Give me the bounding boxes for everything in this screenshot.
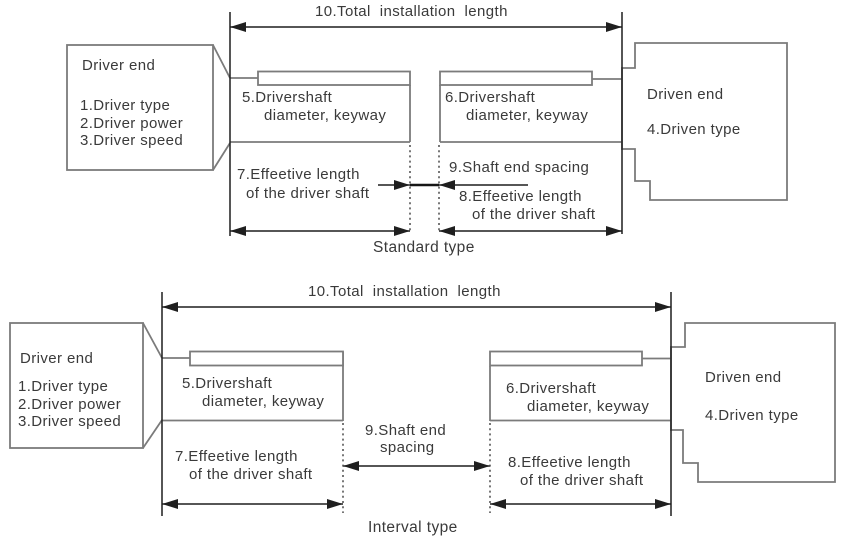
drivershaft-left-label-line1: 5.Drivershaft: [242, 89, 333, 106]
drivershaft-right-label-line2: diameter, keyway: [466, 107, 589, 124]
effective-length-left-label-line2: of the driver shaft: [189, 466, 313, 483]
driver-shaft-right: [489, 357, 671, 422]
drivershaft-right-label-line1: 6.Drivershaft: [445, 89, 536, 106]
drivershaft-right-label-line2: diameter, keyway: [527, 398, 650, 415]
driver-shaft-left: [230, 77, 411, 143]
driver-end-title: Driver end: [82, 57, 156, 74]
shaft-end-spacing-label: 9.Shaft end spacing: [449, 159, 590, 176]
driver-end-box: [66, 44, 214, 171]
standard-dimensions: [229, 12, 623, 236]
driver-speed-item: 3.Driver speed: [18, 413, 122, 430]
driven-end-title: Driven end: [705, 369, 782, 386]
effective-length-right-label-line2: of the driver shaft: [472, 206, 596, 223]
keyway-right: [489, 350, 643, 367]
driver-shaft-right: [439, 78, 622, 143]
drivershaft-right-label-line1: 6.Drivershaft: [506, 380, 597, 397]
effective-length-right-label-line1: 8.Effeetive length: [508, 454, 631, 471]
keyway-left: [257, 70, 411, 86]
effective-length-left-label-line1: 7.Effeetive length: [175, 448, 298, 465]
shaft-end-spacing-label-line1: 9.Shaft end: [365, 422, 447, 439]
driver-power-item: 2.Driver power: [18, 396, 122, 413]
effective-length-left-label-line2: of the driver shaft: [246, 185, 370, 202]
driver-type-item: 1.Driver type: [18, 378, 109, 395]
interval-type-caption: Interval type: [368, 519, 458, 536]
effective-length-left-label-line1: 7.Effeetive length: [237, 166, 360, 183]
shaft-end-spacing-label-line2: spacing: [380, 439, 435, 456]
driver-type-item: 1.Driver type: [80, 97, 171, 114]
drivershaft-left-label-line1: 5.Drivershaft: [182, 375, 273, 392]
driven-end-title: Driven end: [647, 86, 724, 103]
driven-end-box: [670, 322, 836, 483]
total-installation-length-label: 10.Total installation length: [315, 3, 508, 20]
shaft-end-dotted-lines: [409, 145, 440, 231]
effective-length-right-label-line2: of the driver shaft: [520, 472, 644, 489]
driver-speed-item: 3.Driver speed: [80, 132, 184, 149]
driver-end-box: [9, 322, 144, 449]
interval-shapes: [9, 322, 836, 483]
standard-shapes: [66, 42, 788, 201]
keyway-right: [439, 70, 593, 86]
interval-dimensions: [161, 292, 672, 516]
driven-type-item: 4.Driven type: [647, 121, 741, 138]
keyway-left: [189, 350, 344, 367]
drivershaft-left-label-line2: diameter, keyway: [202, 393, 325, 410]
driver-nose: [142, 322, 163, 449]
effective-length-right-label-line1: 8.Effeetive length: [459, 188, 582, 205]
total-installation-length-label: 10.Total installation length: [308, 283, 501, 300]
driver-end-title: Driver end: [20, 350, 94, 367]
driver-nose: [212, 44, 231, 171]
standard-type-caption: Standard type: [373, 239, 475, 256]
driver-power-item: 2.Driver power: [80, 115, 184, 132]
drivershaft-left-label-line2: diameter, keyway: [264, 107, 387, 124]
driven-type-item: 4.Driven type: [705, 407, 799, 424]
